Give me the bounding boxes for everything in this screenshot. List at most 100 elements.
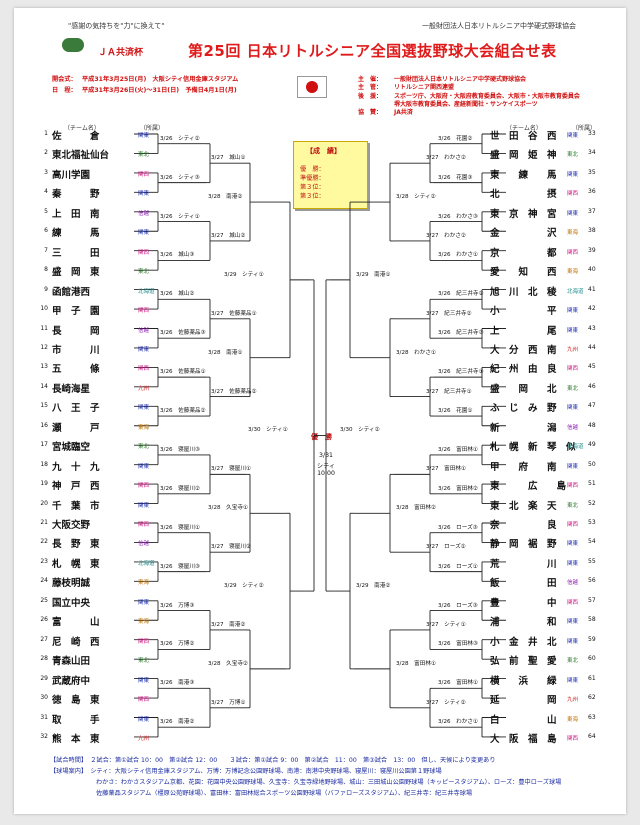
match-tag: 3/26 佐藤薬品③ xyxy=(160,330,206,337)
team-name: 盛 岡 姫 神 xyxy=(490,150,557,162)
team-number: 50 xyxy=(588,460,596,468)
match-tag: 3/27 城山① xyxy=(211,155,246,162)
team-number: 6 xyxy=(44,227,48,235)
match-tag: 3/26 紀三井寺② xyxy=(438,291,484,298)
team-name: 東 北 楽 天 xyxy=(490,500,557,512)
results-box: 【成 績】 優 勝： 準優勝： 第３位： 第３位： xyxy=(293,141,368,209)
match-tag: 3/26 富田林③ xyxy=(438,641,478,648)
team-region: 関東 xyxy=(567,171,579,178)
team-region: 東北 xyxy=(138,152,150,159)
team-region: 関東 xyxy=(138,133,150,139)
team-name: 函館港西 xyxy=(52,286,91,298)
team-name: 青森山田 xyxy=(52,656,91,668)
team-region: 東北 xyxy=(138,444,150,451)
team-number: 56 xyxy=(588,577,596,585)
team-name: 浦 和 xyxy=(490,617,557,629)
team-region: 九州 xyxy=(567,346,579,353)
match-tag: 3/26 わかさ① xyxy=(438,719,478,726)
region-column-header-right: （所属） xyxy=(572,125,597,132)
team-number: 9 xyxy=(44,285,48,293)
team-name: 北 摂 xyxy=(490,189,557,201)
team-number: 32 xyxy=(40,732,48,740)
team-number: 45 xyxy=(588,363,596,371)
team-name: 東北福祉仙台 xyxy=(52,150,110,162)
team-number: 49 xyxy=(588,441,596,449)
team-number: 27 xyxy=(40,635,48,643)
team-number: 20 xyxy=(40,499,48,507)
match-tag: 3/27 万博① xyxy=(211,699,246,706)
team-name: 白 山 xyxy=(490,714,557,726)
team-region: 関西 xyxy=(567,599,579,606)
team-region: 関東 xyxy=(567,133,579,139)
match-tag: 3/28 久宝寺① xyxy=(208,505,248,512)
team-name: 秦 野 xyxy=(52,189,100,201)
team-region: 東北 xyxy=(138,658,150,665)
match-tag: 3/27 ローズ② xyxy=(426,544,466,551)
team-number: 61 xyxy=(588,674,596,682)
match-tag: 3/27 紀三井寺① xyxy=(426,388,472,395)
team-name: 世 田 谷 西 xyxy=(490,131,557,142)
match-tag: 3/26 南港③ xyxy=(160,680,195,687)
team-name: 大 阪 福 島 xyxy=(490,733,557,745)
results-title: 【成 績】 xyxy=(306,147,341,155)
team-number: 21 xyxy=(40,519,48,526)
team-number: 51 xyxy=(588,480,596,488)
team-number: 29 xyxy=(40,674,48,682)
team-name: 旭 川 北 稜 xyxy=(490,286,557,298)
match-tag: 3/29 南港② xyxy=(356,583,391,590)
match-tag: 3/28 シティ② xyxy=(396,194,436,201)
team-name: 飯 田 xyxy=(490,578,557,590)
team-region: 関東 xyxy=(567,327,579,334)
team-name: 九 十 九 xyxy=(52,461,100,473)
match-tag: 3/26 寝屋川③ xyxy=(160,563,200,570)
team-region: 関東 xyxy=(138,677,150,684)
match-tag: 3/26 シティ② xyxy=(160,135,200,142)
match-tag: 3/26 佐藤薬品② xyxy=(160,408,206,415)
team-region: 東海 xyxy=(138,424,150,431)
team-number: 37 xyxy=(588,207,596,215)
bracket-lines xyxy=(134,133,506,738)
champion-line: 優 勝： xyxy=(300,166,325,173)
team-name: 東 広 島 xyxy=(490,481,567,493)
team-name: 延 岡 xyxy=(490,695,557,707)
team-number: 8 xyxy=(44,266,48,274)
team-region: 関東 xyxy=(138,191,150,198)
team-name: 長 岡 xyxy=(52,325,100,337)
team-region: 信越 xyxy=(567,424,579,431)
match-tag: 3/27 南港② xyxy=(211,621,246,628)
team-name: 高川学園 xyxy=(52,169,91,181)
team-region: 関西 xyxy=(138,249,150,256)
team-number: 62 xyxy=(588,694,596,702)
team-number: 18 xyxy=(40,460,48,468)
team-number: 64 xyxy=(588,732,596,740)
team-number: 57 xyxy=(588,596,596,604)
team-name: 金 沢 xyxy=(490,228,557,240)
team-name: 盛 岡 北 xyxy=(490,383,557,395)
match-tag: 3/27 シティ② xyxy=(426,699,466,706)
match-tag: 3/28 わかさ① xyxy=(396,349,436,356)
team-region: 信越 xyxy=(138,327,150,334)
team-region: 関東 xyxy=(567,638,579,645)
team-name: 大阪交野 xyxy=(52,520,91,531)
team-number: 12 xyxy=(40,343,48,351)
team-region: 関東 xyxy=(138,599,150,606)
team-name: 練 馬 xyxy=(52,228,100,240)
match-tag: 3/27 寝屋川① xyxy=(211,466,251,473)
team-number: 25 xyxy=(40,596,48,604)
team-region: 関東 xyxy=(567,463,579,470)
team-region: 信越 xyxy=(138,210,150,217)
match-tag: 3/29 シティ② xyxy=(224,583,264,590)
team-number: 48 xyxy=(588,421,596,429)
match-tag: 3/27 紀三井寺② xyxy=(426,310,472,317)
team-number: 38 xyxy=(588,227,596,235)
match-tag: 3/26 ローズ③ xyxy=(438,524,478,531)
team-name: 小 金 井 北 xyxy=(490,636,557,648)
third-place-line: 第３位： xyxy=(300,184,325,191)
footer-match-times: 【試合時間】 ２試合：第①試合 10：00 第②試合 12：00 ３試合：第①試… xyxy=(50,757,496,764)
japan-flag-icon xyxy=(297,76,327,98)
team-number: 58 xyxy=(588,616,596,624)
match-tag: 3/26 城山③ xyxy=(160,252,195,259)
team-name: 市 川 xyxy=(52,344,100,356)
team-region: 関東 xyxy=(567,405,579,412)
team-name: ふ じ み 野 xyxy=(490,403,557,415)
